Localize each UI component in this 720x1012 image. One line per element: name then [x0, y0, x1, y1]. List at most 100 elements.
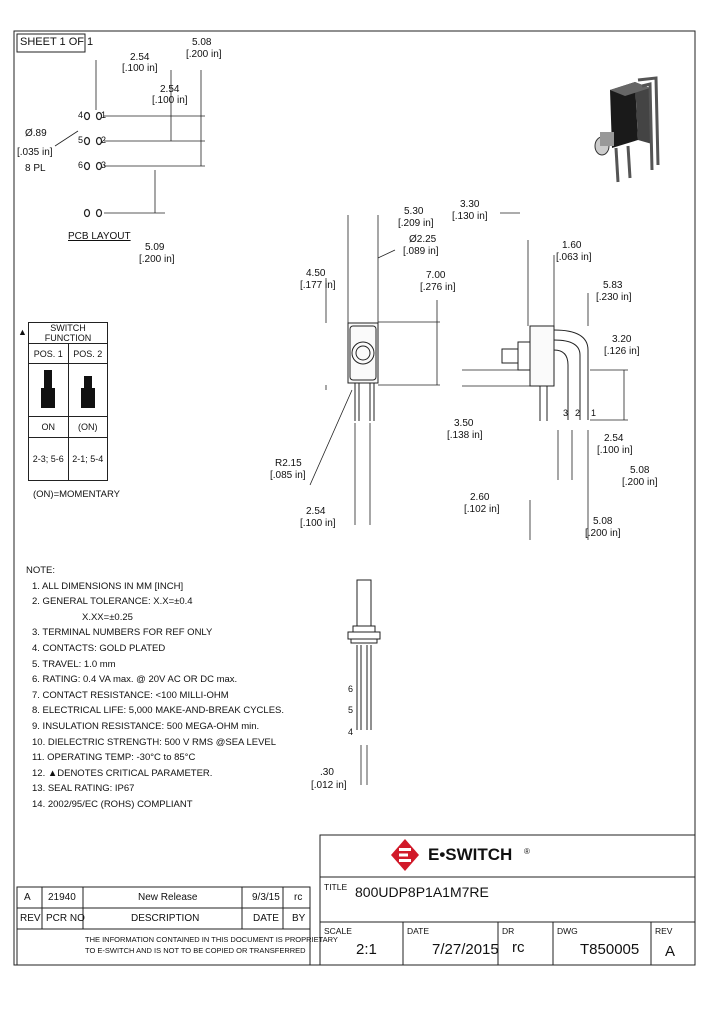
side-dim-350: 3.50	[454, 418, 474, 429]
notes-list: NOTE: 1. ALL DIMENSIONS IN MM [INCH] 2. …	[26, 563, 284, 813]
pcb-layout-label: PCB LAYOUT	[68, 231, 131, 242]
part-number-title: 800UDP8P1A1M7RE	[355, 884, 489, 900]
note-2-tolerance: X.XX=±0.25	[82, 611, 133, 623]
pcb-pin-4: 4	[78, 110, 84, 120]
eswitch-logo-icon	[391, 839, 419, 871]
rev-label: REV	[655, 926, 673, 936]
pcb-pin-6: 6	[78, 160, 84, 170]
front-dim-530-in: [.209 in]	[398, 218, 434, 229]
drawn-by-value: rc	[512, 939, 525, 956]
note-7: 7. CONTACT RESISTANCE: <100 MILLI-OHM	[32, 689, 229, 701]
pos1-connection: 2-3; 5-6	[28, 437, 69, 481]
pcb-dim-254-in: [.100 in]	[122, 63, 158, 74]
dwg-label: DWG	[557, 926, 578, 936]
note-9: 9. INSULATION RESISTANCE: 500 MEGA-OHM m…	[32, 720, 260, 732]
side-dim-583-in: [.230 in]	[596, 292, 632, 303]
front-dim-254-in: [.100 in]	[300, 518, 336, 529]
pos2-connection: 2-1; 5-4	[67, 437, 108, 481]
side-dim-320-in: [.126 in]	[604, 346, 640, 357]
date-value: 7/27/2015	[432, 941, 499, 958]
pos2-header: POS. 2	[67, 343, 108, 364]
rev-by: rc	[294, 892, 303, 903]
date-label: DATE	[407, 926, 430, 936]
pcb-dim-509: 5.09	[145, 242, 165, 253]
switch-function-title: SWITCH FUNCTION	[28, 322, 108, 344]
front-dim-700: 7.00	[426, 270, 446, 281]
pcb-pin-5: 5	[78, 135, 84, 145]
note-2: 2. GENERAL TOLERANCE: X.X=±0.4	[32, 596, 193, 608]
note-10: 10. DIELECTRIC STRENGTH: 500 V RMS @SEA …	[32, 736, 277, 748]
bottom-dim-030-in: [.012 in]	[311, 780, 347, 791]
front-dim-r225-in: [.089 in]	[403, 246, 439, 257]
scale-value: 2:1	[356, 941, 377, 958]
side-dim-330-in: [.130 in]	[452, 211, 488, 222]
pcb-dim-508: 5.08	[192, 37, 212, 48]
product-3d-image	[594, 76, 660, 183]
side-dim-160-in: [.063 in]	[556, 252, 592, 263]
side-dim-508b-in: [.200 in]	[585, 528, 621, 539]
front-dim-450: 4.50	[306, 268, 326, 279]
side-dim-350-in: [.138 in]	[447, 430, 483, 441]
pcb-hole-dia: Ø.89	[25, 128, 47, 139]
side-pin-1: 1	[591, 408, 597, 418]
pcb-dim-509-in: [.200 in]	[139, 254, 175, 265]
pcb-pin-3: 3	[101, 160, 107, 170]
front-dim-254: 2.54	[306, 506, 326, 517]
note-4: 4. CONTACTS: GOLD PLATED	[32, 642, 166, 654]
side-dim-330: 3.30	[460, 199, 480, 210]
side-dim-508: 5.08	[630, 465, 650, 476]
side-dim-160: 1.60	[562, 240, 582, 251]
rev-header: REV	[20, 913, 41, 924]
side-dim-508b: 5.08	[593, 516, 613, 527]
brand-registered-mark: ®	[524, 847, 530, 856]
note-6: 6. RATING: 0.4 VA max. @ 20V AC OR DC ma…	[32, 674, 238, 686]
bottom-dim-030: .30	[320, 767, 334, 778]
note-12: 12. ▲DENOTES CRITICAL PARAMETER.	[32, 767, 213, 779]
note-1: 1. ALL DIMENSIONS IN MM [INCH]	[32, 580, 184, 592]
pcb-hole-dia-in: [.035 in]	[17, 147, 53, 158]
pos1-header: POS. 1	[28, 343, 69, 364]
front-dim-450-in: [.177 in]	[300, 280, 336, 291]
side-dim-583: 5.83	[603, 280, 623, 291]
drawn-by-label: DR	[502, 926, 515, 936]
pcb-dim-254b-in: [.100 in]	[152, 95, 188, 106]
bottom-pin-6: 6	[348, 684, 354, 694]
notes-heading: NOTE:	[26, 565, 56, 576]
critical-mark: ▲	[18, 327, 27, 337]
pcb-dim-254: 2.54	[130, 52, 150, 63]
dwg-number: T850005	[580, 941, 640, 958]
pos1-state: ON	[28, 416, 69, 438]
front-dim-530: 5.30	[404, 206, 424, 217]
sheet-label: SHEET 1 OF 1	[20, 36, 94, 48]
proprietary-line-2: TO E-SWITCH AND IS NOT TO BE COPIED OR T…	[85, 946, 306, 955]
pcr-header: PCR NO	[46, 913, 85, 924]
description-header: DESCRIPTION	[131, 913, 200, 924]
note-13: 13. SEAL RATING: IP67	[32, 783, 135, 795]
pos2-actuator-icon	[67, 363, 108, 417]
title-label: TITLE	[324, 882, 348, 892]
rev-letter: A	[665, 943, 676, 960]
side-dim-260: 2.60	[470, 492, 490, 503]
side-dim-254: 2.54	[604, 433, 624, 444]
side-dim-508-in: [.200 in]	[622, 477, 658, 488]
front-dim-r215-in: [.085 in]	[270, 470, 306, 481]
scale-label: SCALE	[324, 926, 352, 936]
brand-name: E•SWITCH	[428, 845, 513, 864]
bottom-pin-5: 5	[348, 705, 354, 715]
rev-value: A	[24, 892, 31, 903]
note-5: 5. TRAVEL: 1.0 mm	[32, 658, 116, 670]
pcb-pin-1: 1	[101, 110, 107, 120]
pos2-state: (ON)	[67, 416, 108, 438]
note-14: 14. 2002/95/EC (ROHS) COMPLIANT	[32, 798, 193, 810]
proprietary-line-1: THE INFORMATION CONTAINED IN THIS DOCUME…	[85, 935, 338, 944]
side-pin-2: 2	[575, 408, 581, 418]
side-pin-3: 3	[563, 408, 569, 418]
side-dim-320: 3.20	[612, 334, 632, 345]
note-8: 8. ELECTRICAL LIFE: 5,000 MAKE-AND-BREAK…	[32, 705, 285, 717]
momentary-footnote: (ON)=MOMENTARY	[33, 489, 120, 500]
note-11: 11. OPERATING TEMP: -30°C to 85°C	[32, 752, 196, 764]
pcb-hole-qty: 8 PL	[25, 163, 46, 174]
date-header: DATE	[253, 913, 279, 924]
